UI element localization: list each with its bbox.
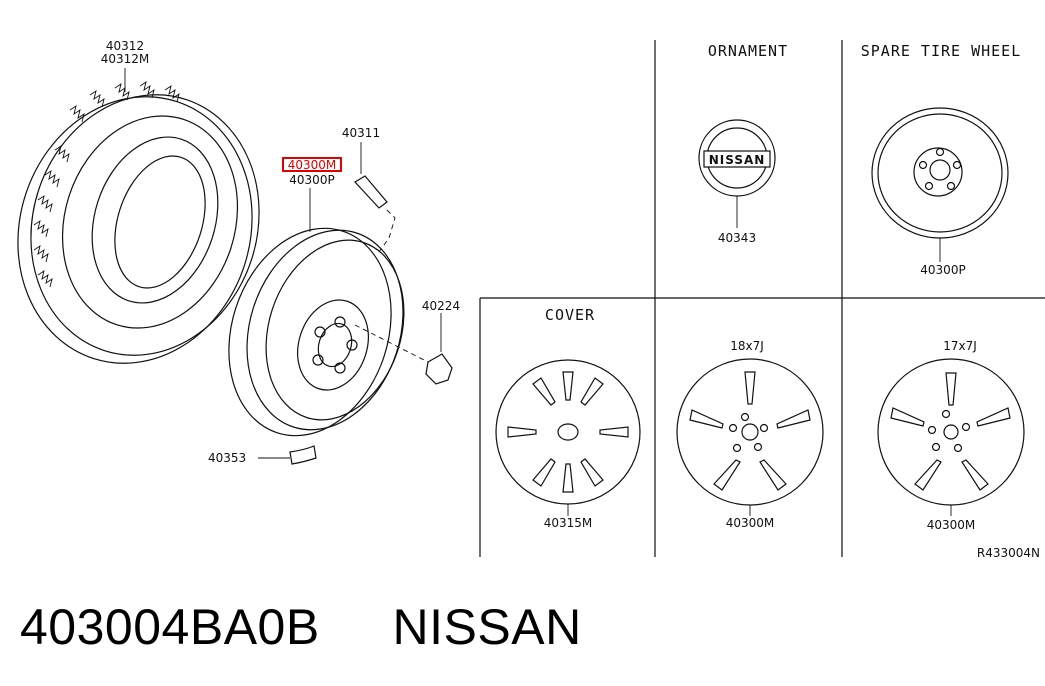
wheel-size-18-label: 18x7J [730,339,764,353]
cover-header: COVER [545,306,595,324]
alloy-wheel-18-drawing[interactable] [676,358,824,506]
label-ornament-40343[interactable]: 40343 [718,231,756,245]
part-caption: 403004BA0B NISSAN [20,598,582,656]
label-spare-40300p[interactable]: 40300P [920,263,965,277]
label-alloy18-40300m[interactable]: 40300M [726,516,775,530]
label-wheel-40300p[interactable]: 40300P [289,173,334,187]
ornament-drawing[interactable]: NISSAN [698,119,776,197]
label-cover-40315m[interactable]: 40315M [544,516,593,530]
wheel-size-17-label: 17x7J [943,339,977,353]
spare-tire-wheel-header: SPARE TIRE WHEEL [861,42,1022,60]
wheel-nut-drawing[interactable] [354,324,453,385]
ornament-header: ORNAMENT [708,42,788,60]
label-alloy17-40300m[interactable]: 40300M [927,518,976,532]
diagram-reference-code: R433004N [977,546,1040,560]
panel-dividers [479,40,1045,557]
wheel-cover-drawing[interactable] [495,359,641,505]
highlight-box [282,157,342,172]
parts-diagram: ORNAMENT SPARE TIRE WHEEL COVER 18x7J 17… [0,39,1045,560]
label-valve-40311[interactable]: 40311 [342,126,380,140]
part-number: 403004BA0B [20,599,320,655]
alloy-wheel-17-drawing[interactable] [877,358,1025,506]
steel-wheel-drawing[interactable] [203,207,428,457]
label-tire-40312m[interactable]: 40312M [101,52,150,66]
brand-name: NISSAN [392,599,582,655]
tire-drawing[interactable] [0,65,292,394]
balance-weight-drawing[interactable] [289,445,317,465]
label-tire-40312[interactable]: 40312 [106,39,144,53]
spare-wheel-drawing[interactable] [871,107,1009,239]
ornament-brand-text: NISSAN [709,153,766,167]
valve-stem-drawing[interactable] [354,175,396,253]
label-weight-40353[interactable]: 40353 [208,451,246,465]
label-nut-40224[interactable]: 40224 [422,299,460,313]
label-wheel-40300m-highlighted[interactable]: 40300M [288,158,337,172]
